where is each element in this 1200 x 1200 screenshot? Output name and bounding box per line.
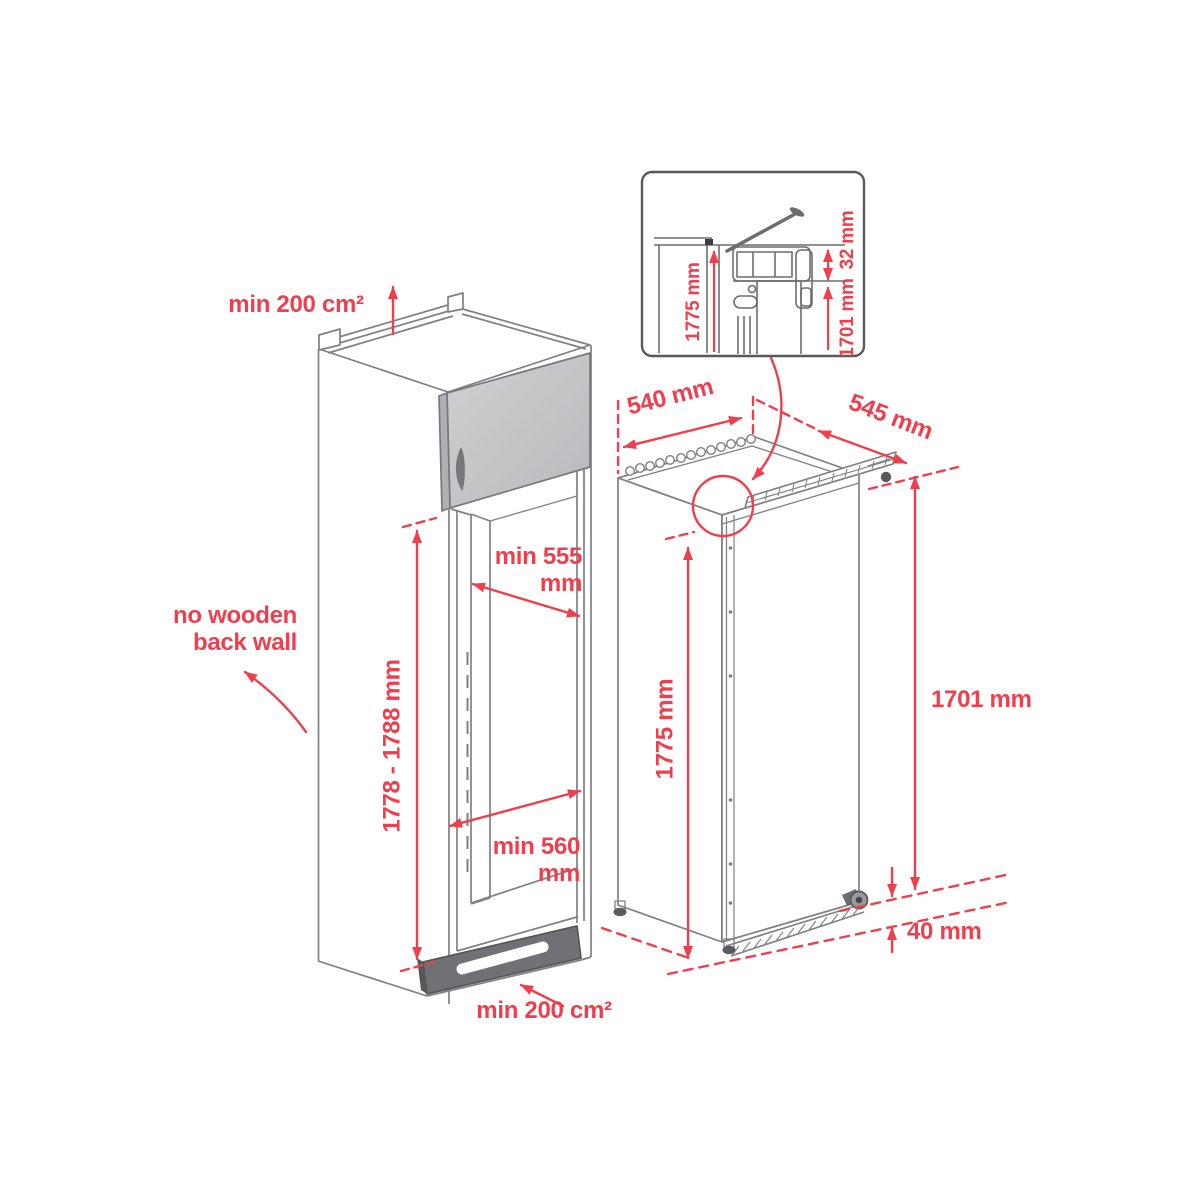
- cabinet-top-face: [318, 307, 591, 393]
- front-foot-right: [722, 938, 736, 955]
- appliance-height-label: 1775 mm: [651, 679, 678, 780]
- cabinet-door-handle: [455, 447, 465, 491]
- fridge-door-face: [721, 473, 860, 943]
- cabinet-vent-notch-right: [447, 292, 464, 313]
- bottom-clearance-label: 40 mm: [907, 918, 982, 945]
- total-depth-arrow: [817, 429, 908, 465]
- niche-depth-label-line2: mm: [538, 860, 580, 887]
- back-wall-note-line2: back wall: [193, 629, 297, 656]
- appliance-drawing: [613, 434, 897, 957]
- cabinet-drawing: [317, 292, 592, 1004]
- niche-width-label-line2: mm: [540, 570, 582, 597]
- niche-width-label-line1: min 555: [495, 543, 582, 570]
- hinge-screw-holes: [728, 546, 733, 905]
- total-depth-label: 545 mm: [845, 389, 936, 446]
- niche-height-label: 1778 - 1788 mm: [378, 659, 405, 832]
- niche-depth-arrow: [448, 789, 582, 828]
- top-vent-label: min 200 cm²: [228, 291, 364, 318]
- bottom-vent-arrow: [519, 983, 565, 1008]
- top-depth-arrow: [622, 416, 743, 449]
- hinge-highlight-circle: [691, 474, 755, 538]
- door-height-label: 1701 mm: [931, 686, 1032, 713]
- inset-pointer-arrow: [751, 356, 783, 481]
- inset-appliance-height-label: 1775 mm: [683, 262, 704, 341]
- cabinet-vent-notch-left: [318, 328, 341, 351]
- back-wall-note-line1: no wooden: [173, 602, 297, 629]
- niche-depth-label-line1: min 560: [493, 833, 580, 860]
- floor-plane-dash: [600, 926, 688, 959]
- cabinet-vent-slot: [456, 941, 549, 975]
- bottom-vent-label: min 200 cm²: [476, 997, 612, 1024]
- screw-head: [789, 207, 805, 217]
- inset-door-height-label: 1701 mm: [837, 278, 858, 357]
- niche-width-arrow: [471, 582, 581, 618]
- rail-end-roller: [880, 471, 892, 483]
- inset-door-section: [756, 280, 802, 354]
- inset-gap-label: 32 mm: [837, 211, 858, 270]
- dimension-annotations: [243, 285, 1012, 1008]
- fixing-screw: [725, 212, 797, 253]
- front-foot-left: [613, 900, 627, 917]
- rear-wheel: [842, 889, 869, 910]
- back-wall-arrow: [243, 670, 308, 734]
- hinge-detail-box: 1775 mm 32 mm 1701 mm: [640, 170, 866, 358]
- cabinet-upper-door-edge: [438, 392, 451, 512]
- dimension-labels: min 200 cm² no wooden back wall min 555 …: [173, 291, 1032, 1024]
- door-slide-rail: [744, 451, 897, 509]
- top-depth-label: 540 mm: [624, 373, 716, 420]
- worktop-joint: [705, 239, 713, 245]
